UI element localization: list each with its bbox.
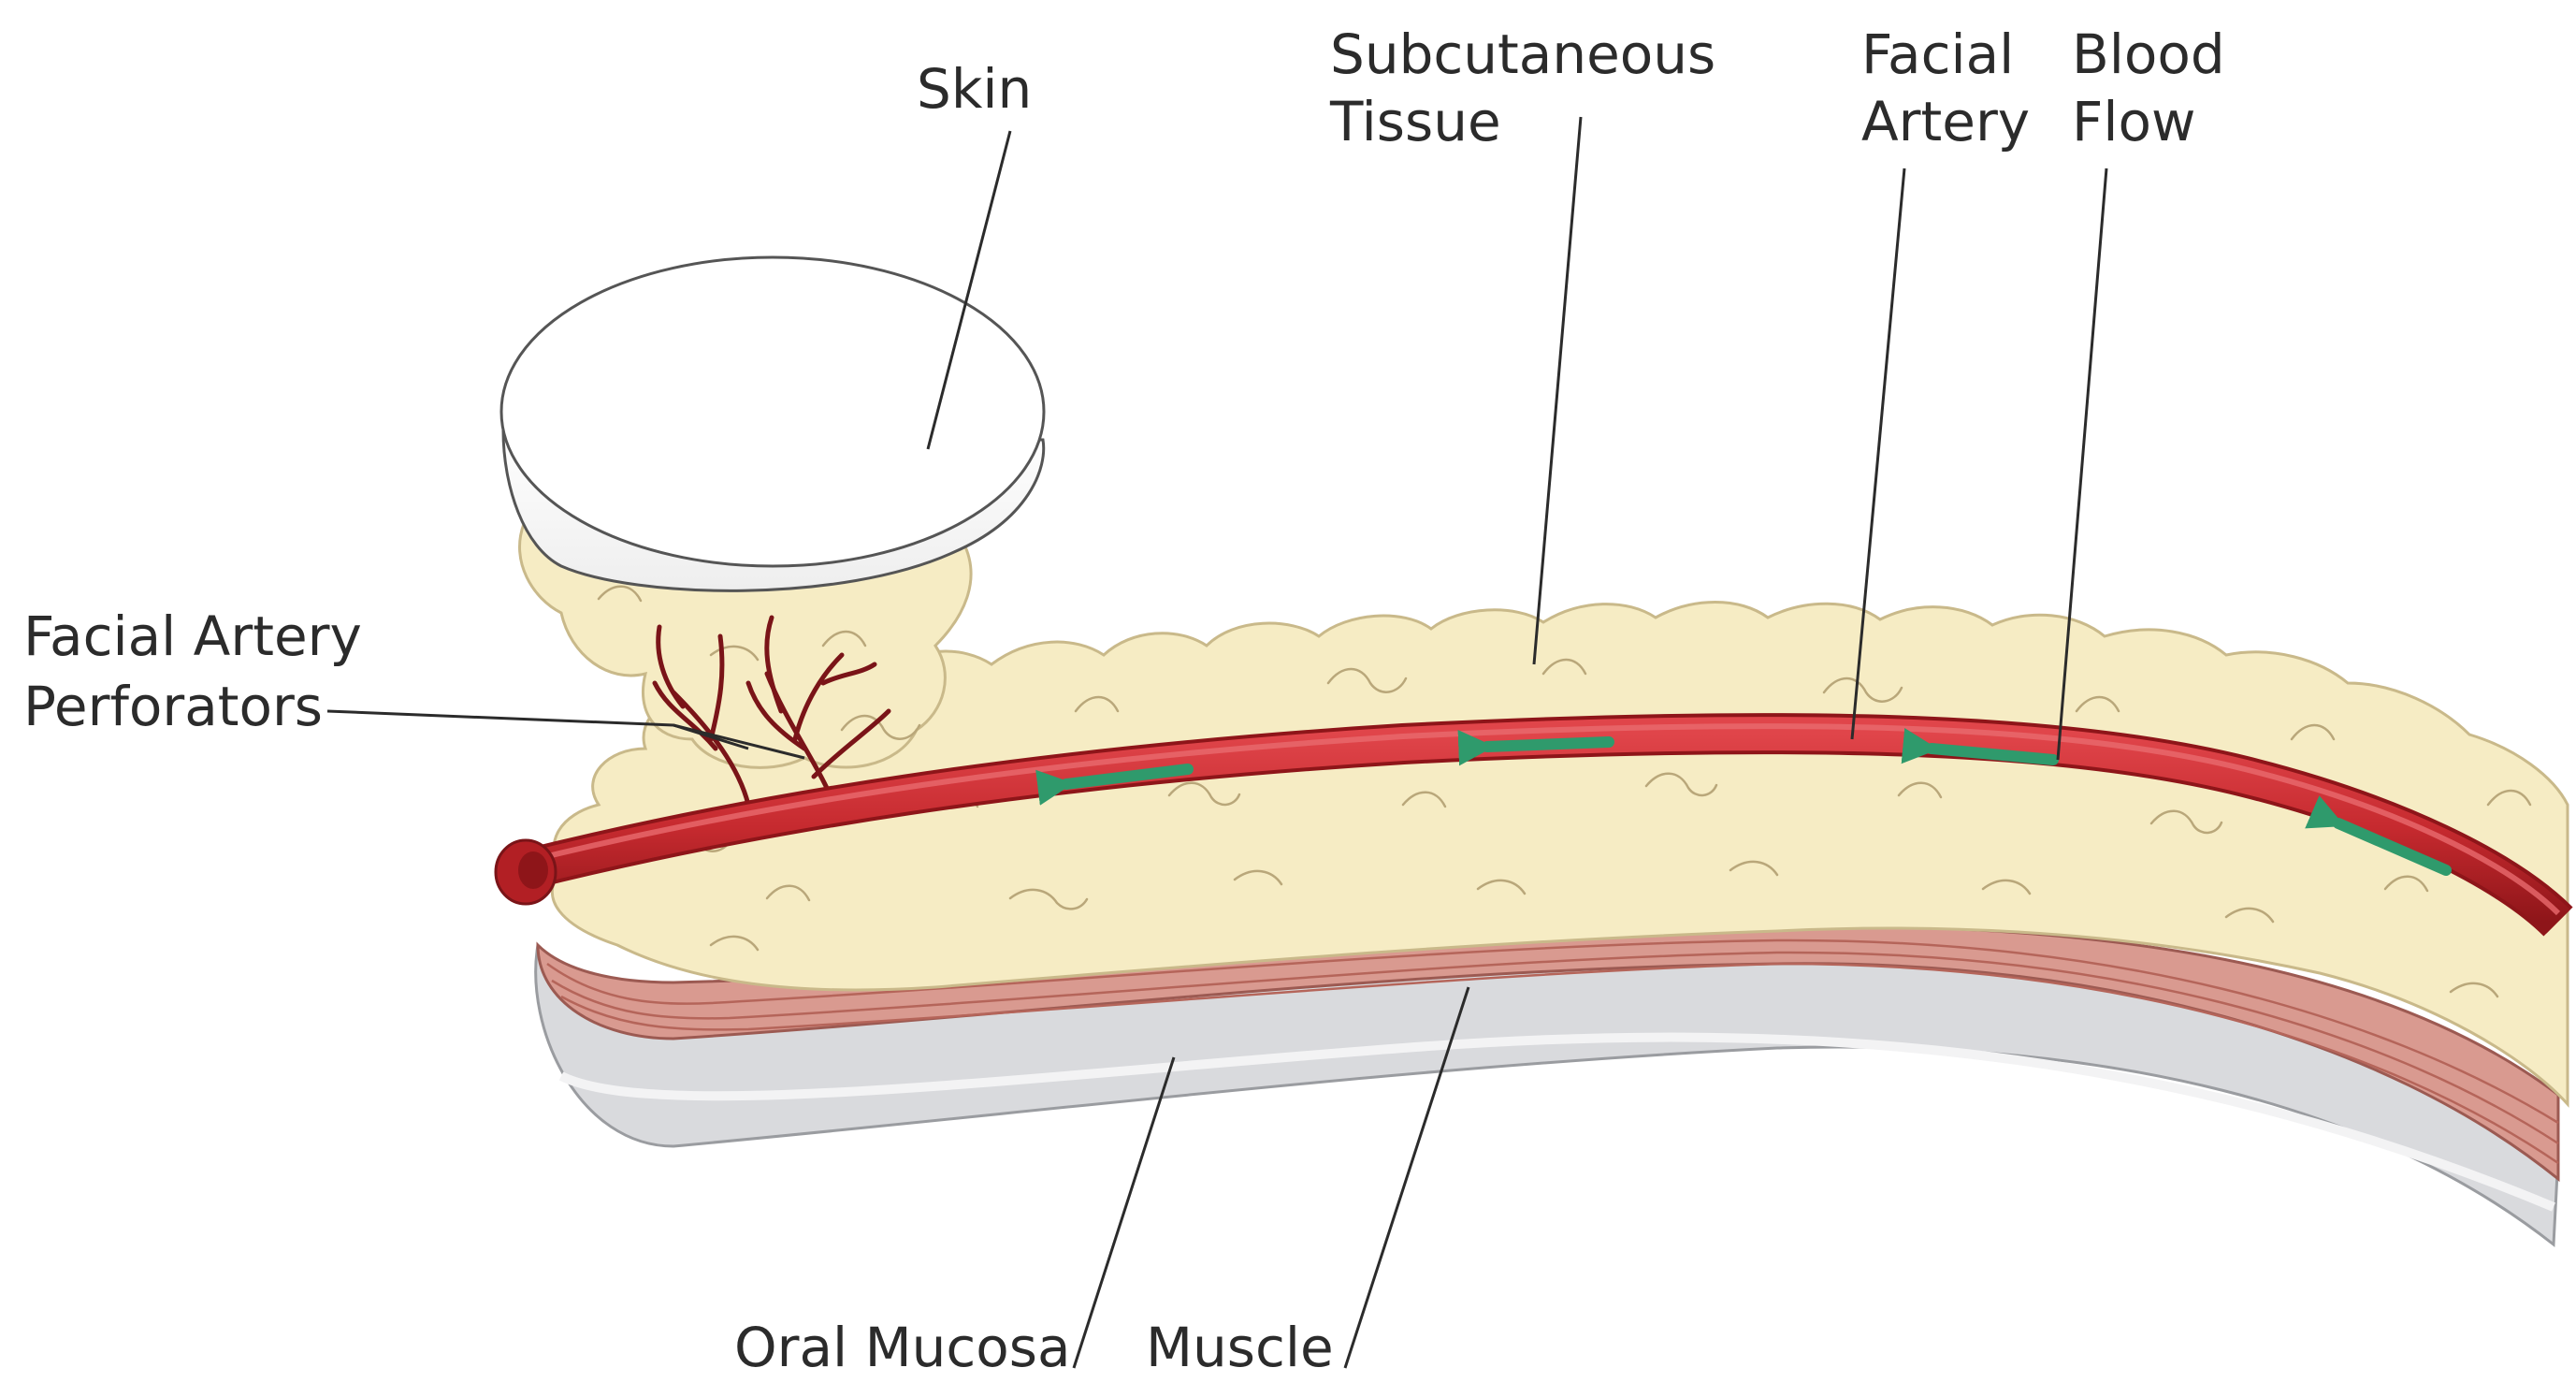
- facial-artery-perforators: [652, 615, 891, 808]
- artery-cut-end: [494, 838, 557, 906]
- flow-arrow: [2305, 795, 2452, 876]
- facial-artery-leader: [1850, 167, 1906, 740]
- skin-leader: [926, 130, 1012, 450]
- label-facial-artery-line1: Facial: [1861, 22, 2014, 86]
- label-blood-flow-line2: Flow: [2072, 90, 2195, 153]
- label-facial-artery-line2: Artery: [1861, 90, 2030, 153]
- label-oral-mucosa: Oral Mucosa: [734, 1316, 1071, 1379]
- fat-texture: [597, 585, 2532, 998]
- label-perforators-line2: Perforators: [23, 675, 323, 738]
- flow-arrow: [1901, 728, 2059, 765]
- flow-arrow: [1457, 729, 1614, 766]
- label-subcutaneous-tissue-line2: Tissue: [1329, 90, 1501, 153]
- label-blood-flow-line1: Blood: [2072, 22, 2225, 86]
- labels: Skin Subcutaneous Tissue Facial Artery B…: [23, 22, 2225, 1379]
- blood-flow-leader: [2056, 167, 2108, 761]
- subcutaneous-leader: [1532, 116, 1583, 665]
- blood-flow-arrows: [1035, 728, 2452, 876]
- oral-mucosa-leader: [1072, 1056, 1176, 1369]
- skin-paddle: [499, 255, 1046, 592]
- label-perforators-line1: Facial Artery: [23, 604, 362, 668]
- muscle-leader: [1343, 986, 1470, 1369]
- perforators-leader-branch: [673, 723, 805, 760]
- label-subcutaneous-tissue-line1: Subcutaneous: [1330, 22, 1715, 86]
- leader-lines: [326, 116, 2108, 1369]
- muscle-striations: [546, 939, 2559, 1165]
- flow-arrow: [1035, 764, 1194, 806]
- facial-artery: [518, 713, 2573, 937]
- label-skin: Skin: [917, 57, 1032, 121]
- label-muscle: Muscle: [1146, 1316, 1334, 1379]
